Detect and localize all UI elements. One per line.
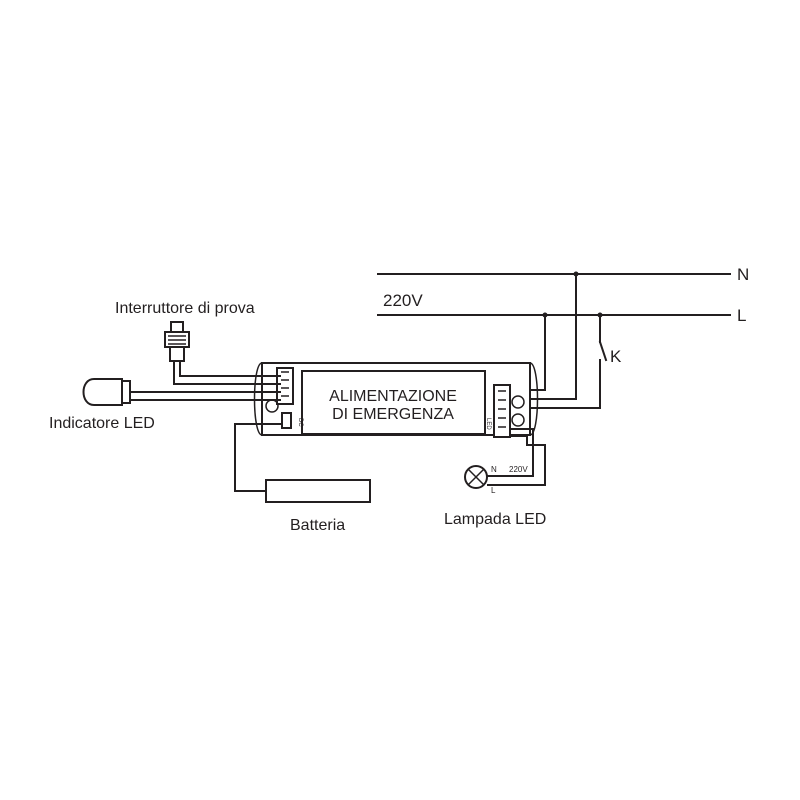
lamp-l-label: L (491, 486, 496, 495)
test-switch (164, 321, 190, 362)
lamp-wire-n (487, 428, 534, 477)
live-label: L (737, 306, 746, 325)
dc-port-label: DC (297, 418, 303, 427)
dc-port (281, 412, 292, 429)
lamp-n-label: N (491, 465, 497, 474)
test-switch-base (169, 346, 185, 362)
emergency-module: ALIMENTAZIONE DI EMERGENZA (253, 362, 539, 436)
led-port-label: LED (485, 418, 491, 430)
lamp-voltage-label: 220V (509, 465, 528, 474)
module-title-line1: ALIMENTAZIONE (329, 388, 457, 405)
test-switch-wire-1 (173, 360, 281, 385)
led-indicator-lens (82, 378, 123, 406)
battery-wire (234, 423, 283, 492)
neutral-label: N (737, 265, 749, 284)
test-switch-wire-2 (179, 360, 281, 377)
test-switch-button (170, 321, 184, 333)
module-label-panel (301, 370, 486, 435)
switch-k (598, 340, 608, 362)
battery (265, 479, 371, 503)
right-terminal-block: LED (485, 384, 525, 438)
test-switch-label: Interruttore di prova (115, 300, 255, 317)
led-indicator (82, 378, 131, 406)
switch-label: K (610, 347, 622, 366)
battery-label: Batteria (290, 517, 345, 534)
voltage-label: 220V (383, 291, 423, 310)
led-indicator-ring (121, 380, 131, 404)
indicator-label: Indicatore LED (49, 415, 155, 432)
neutral-feed-wire (521, 273, 577, 400)
module-title-line2: DI EMERGENZA (332, 406, 454, 423)
lamp-wire-l (487, 435, 546, 486)
led-lamp (464, 465, 488, 489)
switched-live-wire (521, 359, 601, 409)
lamp-label: Lampada LED (444, 511, 546, 528)
